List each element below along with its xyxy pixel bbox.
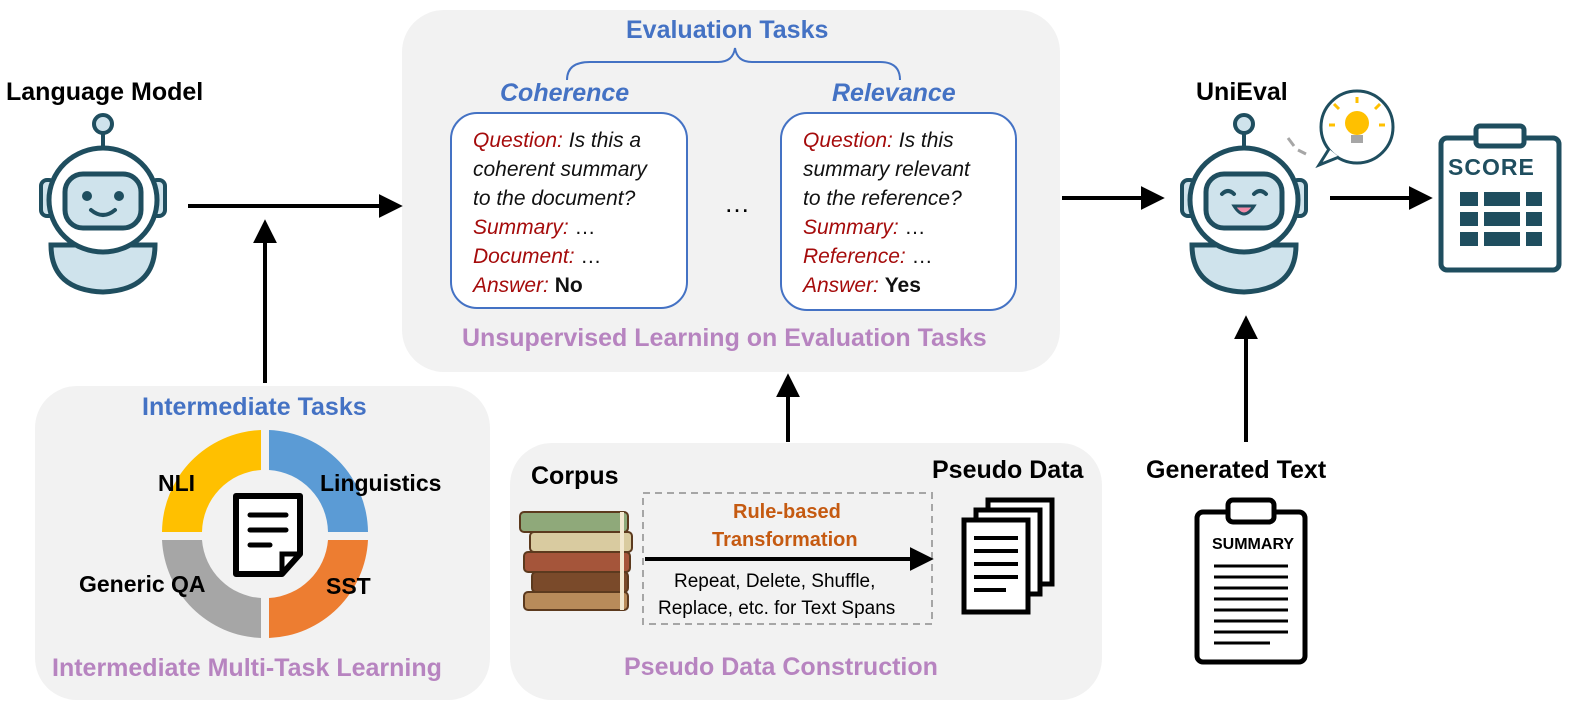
summary-clipboard-icon — [1194, 497, 1308, 665]
lightbulb-icon — [1315, 89, 1395, 169]
score-clipboard-icon — [1438, 123, 1562, 273]
relevance-box — [780, 112, 1017, 311]
pseudo-data-documents-icon — [961, 497, 1055, 615]
pseudo-panel — [510, 443, 1102, 700]
transformation-label: Transformation — [712, 529, 858, 551]
corpus-label: Corpus — [531, 462, 619, 490]
evaluation-brace — [566, 47, 901, 81]
task-label-sst: SST — [326, 573, 371, 599]
language-model-label: Language Model — [6, 78, 204, 106]
ring-segment-generic-qa — [162, 540, 261, 638]
relevance-question-text: Question: Is this summary relevant to th… — [803, 129, 970, 297]
pseudo-data-label: Pseudo Data — [932, 456, 1084, 484]
unieval-robot-icon — [1180, 113, 1308, 295]
operations-line-2: Replace, etc. for Text Spans — [658, 598, 896, 619]
task-ring — [162, 430, 368, 638]
summary-label: SUMMARY — [1212, 536, 1295, 553]
evaluation-caption: Unsupervised Learning on Evaluation Task… — [462, 324, 987, 352]
relevance-title: Relevance — [832, 79, 956, 107]
document-icon — [233, 493, 303, 577]
task-label-generic-qa: Generic QA — [79, 571, 206, 597]
ring-segment-linguistics — [269, 430, 368, 532]
operations-line-1: Repeat, Delete, Shuffle, — [674, 571, 876, 592]
books-icon — [519, 511, 633, 611]
generated-text-label: Generated Text — [1146, 456, 1327, 484]
unieval-label: UniEval — [1196, 78, 1288, 106]
ring-segment-sst — [269, 540, 368, 638]
evaluation-ellipsis: … — [724, 188, 750, 218]
evaluation-tasks-title: Evaluation Tasks — [626, 16, 829, 44]
rule-based-label: Rule-based — [733, 501, 841, 523]
language-model-robot-icon — [39, 113, 167, 295]
pseudo-caption: Pseudo Data Construction — [624, 653, 938, 681]
ring-segment-nli — [162, 430, 261, 532]
intermediate-tasks-title: Intermediate Tasks — [142, 393, 367, 421]
intermediate-caption: Intermediate Multi-Task Learning — [52, 654, 442, 682]
coherence-box — [450, 112, 688, 309]
task-label-linguistics: Linguistics — [320, 470, 442, 496]
coherence-question-text: Question: Is this a coherent summary to … — [473, 129, 647, 297]
coherence-title: Coherence — [500, 79, 630, 107]
score-label: SCORE — [1448, 154, 1535, 180]
task-label-nli: NLI — [158, 470, 196, 496]
